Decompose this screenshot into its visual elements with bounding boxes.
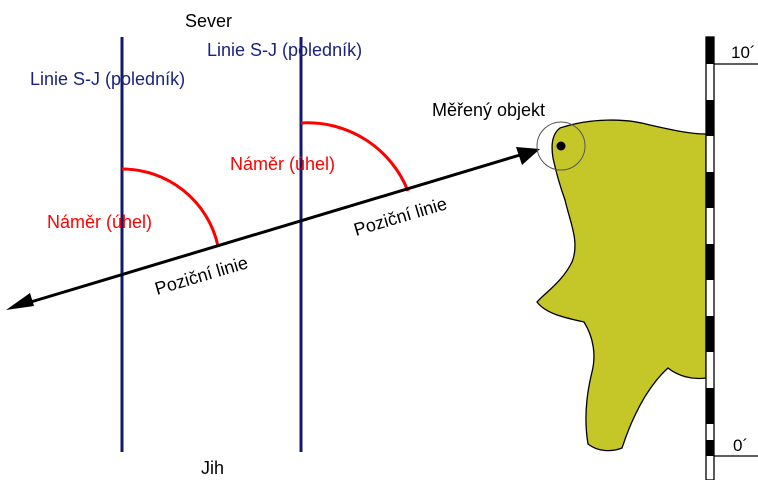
bearing-arc-right xyxy=(300,121,410,192)
meridian-label-left: Linie S-J (poledník) xyxy=(30,69,185,89)
bearing-label-left: Náměr (úhel) xyxy=(47,212,152,232)
target-circle-icon xyxy=(536,121,586,171)
bearing-label-right: Náměr (úhel) xyxy=(230,154,335,174)
north-label: Sever xyxy=(185,11,232,31)
position-line xyxy=(23,153,521,306)
position-line-label-left: Poziční linie xyxy=(152,252,250,298)
target-point-icon xyxy=(556,141,566,151)
south-label: Jih xyxy=(201,458,224,478)
scale-label-top: 10´ xyxy=(731,43,756,62)
measured-object-label: Měřený objekt xyxy=(432,100,545,120)
arrowhead-left-icon xyxy=(6,293,34,310)
scale-bar xyxy=(705,36,758,481)
scale-label-bottom: 0´ xyxy=(733,436,748,455)
bearing-arc-left xyxy=(121,167,220,247)
arrowhead-right-icon xyxy=(516,147,540,165)
meridian-label-right: Linie S-J (poledník) xyxy=(207,40,362,60)
